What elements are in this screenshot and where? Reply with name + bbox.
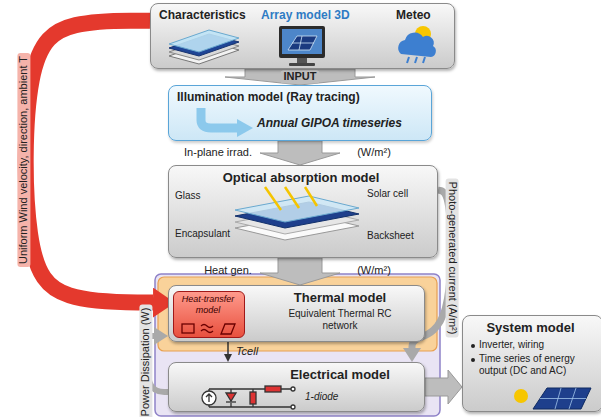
block-arrow xyxy=(225,69,375,85)
box-text: Time series of energy output (DC and AC) xyxy=(479,353,593,377)
box-text: Inverter, wiring xyxy=(479,339,593,351)
edge-label: Photo-generated current (A/m²) xyxy=(445,179,458,338)
optical-box: Optical absorption modelGlass Solar cellE… xyxy=(168,165,438,258)
input-box: Characteristics Array model 3D Meteo xyxy=(150,3,455,69)
block-arrow xyxy=(260,141,340,165)
curved-arrow xyxy=(227,342,229,354)
electrical-box: Electrical model 1-diode xyxy=(168,362,425,412)
edge-label: INPUT xyxy=(281,70,320,83)
illumination-box: Illumination model (Ray tracing) Annual G… xyxy=(168,85,432,141)
box-title: Illumination model (Ray tracing) xyxy=(177,90,360,104)
curved-arrow xyxy=(26,21,153,303)
unit-label: (W/m²) xyxy=(354,146,394,159)
thermal-box: Thermal modelEquivalent Thermal RC netwo… xyxy=(168,285,425,342)
edge-label: Power Dissipation (W) xyxy=(139,305,152,417)
box-text: Equivalent Thermal RC network xyxy=(285,308,395,332)
box-title: System model xyxy=(463,320,598,336)
box-text: 1-diode xyxy=(305,391,338,403)
block-arrow xyxy=(425,370,462,404)
edge-label: Tcell xyxy=(233,345,261,358)
box-text: Meteo xyxy=(396,8,431,22)
box-text: Array model 3D xyxy=(261,8,350,22)
box-title: Heat-transfer model xyxy=(176,294,240,316)
box-text: Solar cell xyxy=(367,188,408,200)
box-title: Optical absorption model xyxy=(169,170,433,186)
model-region xyxy=(155,274,440,416)
edge-label: Uniform Wind velocity, direction, ambien… xyxy=(17,53,30,267)
box-title: Electrical model xyxy=(265,367,415,383)
box-title: Characteristics xyxy=(159,8,246,22)
edge-label: In-plane irrad. xyxy=(181,146,255,159)
box-text: Encapsulant xyxy=(175,228,230,240)
edge-label: Heat gen. xyxy=(201,264,255,277)
box-title: Thermal model xyxy=(265,290,415,306)
box-text: Annual GIPOA timeseries xyxy=(257,116,402,130)
system-box: System modelInverter, wiringTime series … xyxy=(462,315,601,412)
box-text: Glass xyxy=(175,190,201,202)
heat-transfer-box: Heat-transfer model xyxy=(173,291,245,338)
block-arrow xyxy=(260,258,340,285)
box-text: Backsheet xyxy=(367,230,414,242)
thermal-region xyxy=(158,277,437,351)
unit-label: (W/m²) xyxy=(354,264,394,277)
